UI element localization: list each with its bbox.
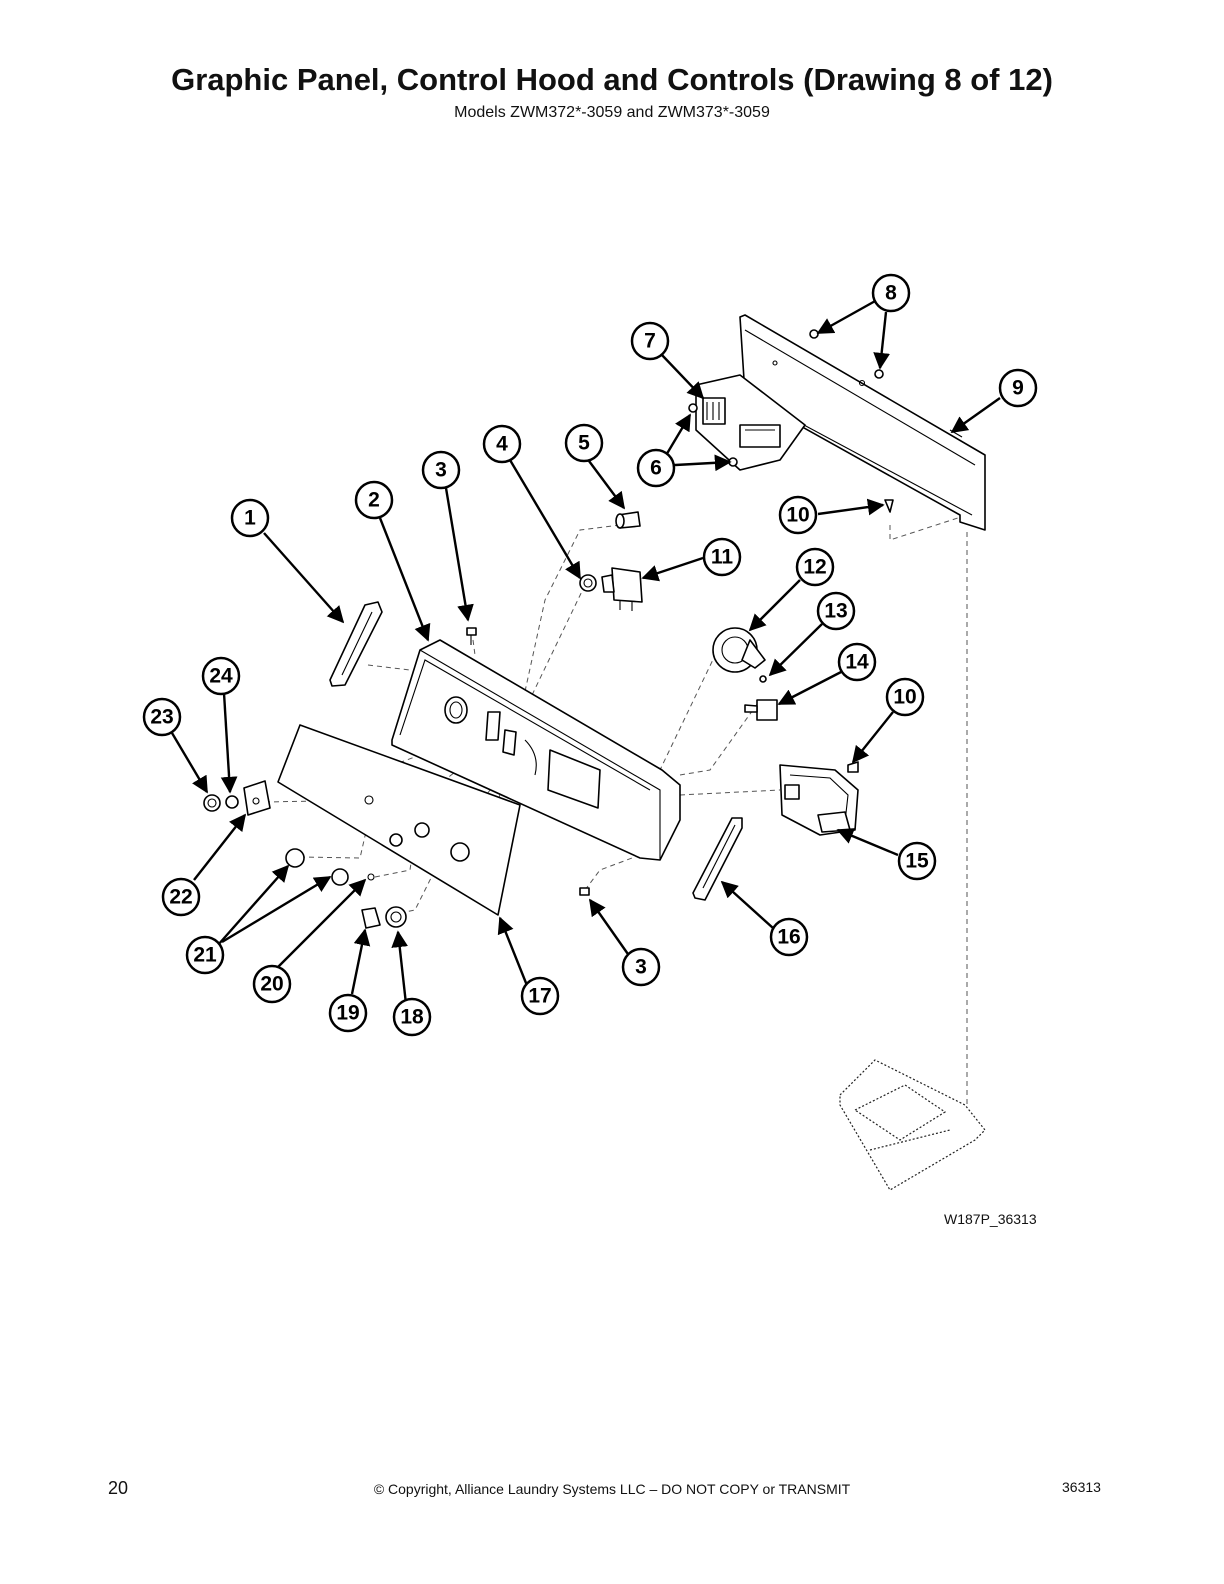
callout-21: 21 (185, 935, 225, 975)
svg-text:10: 10 (893, 686, 916, 709)
lamp-bracket (203, 780, 271, 816)
callout-23: 23 (142, 697, 182, 737)
svg-text:8: 8 (885, 282, 897, 305)
callout-1: 1 (230, 498, 270, 538)
control-console (391, 639, 681, 861)
hardware-pieces (466, 329, 894, 896)
svg-text:14: 14 (845, 651, 869, 674)
svg-text:11: 11 (711, 546, 734, 569)
callout-10-top: 10 (778, 495, 818, 535)
knobs-and-lenses (285, 848, 407, 929)
callout-11: 11 (702, 537, 742, 577)
svg-text:7: 7 (644, 330, 656, 353)
callout-6: 6 (636, 448, 676, 488)
callout-14: 14 (837, 642, 877, 682)
figure-id: W187P_36313 (944, 1211, 1037, 1227)
svg-text:2: 2 (368, 489, 380, 512)
page-title: Graphic Panel, Control Hood and Controls… (171, 62, 1053, 97)
selector-switch (712, 627, 766, 673)
timer-assembly (779, 764, 859, 836)
callout-15: 15 (897, 841, 937, 881)
svg-text:6: 6 (650, 457, 662, 480)
callout-8: 8 (871, 273, 911, 313)
knob-stem (744, 699, 778, 721)
svg-text:23: 23 (150, 706, 173, 729)
callout-9: 9 (998, 368, 1038, 408)
svg-text:10: 10 (786, 504, 809, 527)
callout-18: 18 (392, 997, 432, 1037)
cabinet-reference-outline (839, 1059, 986, 1191)
callout-24: 24 (201, 656, 241, 696)
page-number: 20 (108, 1478, 129, 1498)
ring-nut (579, 574, 597, 592)
svg-text:12: 12 (803, 556, 826, 579)
svg-text:5: 5 (578, 432, 590, 455)
callout-10-right: 10 (885, 677, 925, 717)
svg-text:19: 19 (336, 1002, 359, 1025)
svg-text:17: 17 (528, 985, 551, 1008)
push-button-part (615, 511, 641, 529)
left-end-cap (329, 601, 383, 687)
relay-plate (695, 374, 806, 471)
callout-3-top: 3 (421, 450, 461, 490)
callout-13: 13 (816, 591, 856, 631)
callout-12: 12 (795, 547, 835, 587)
callout-2: 2 (354, 480, 394, 520)
svg-text:3: 3 (635, 956, 647, 979)
graphic-panel (277, 724, 521, 916)
svg-text:15: 15 (905, 850, 929, 873)
callout-20: 20 (252, 964, 292, 1004)
copyright-notice: © Copyright, Alliance Laundry Systems LL… (373, 1481, 851, 1497)
svg-text:9: 9 (1012, 377, 1024, 400)
callout-22: 22 (161, 877, 201, 917)
svg-text:1: 1 (244, 507, 256, 530)
callout-5: 5 (564, 423, 604, 463)
svg-text:13: 13 (824, 600, 847, 623)
document-number: 36313 (1062, 1479, 1101, 1495)
svg-text:24: 24 (209, 665, 233, 688)
callout-4: 4 (482, 424, 522, 464)
svg-text:18: 18 (400, 1006, 424, 1029)
svg-text:21: 21 (193, 944, 217, 967)
svg-text:20: 20 (260, 973, 283, 996)
push-switch (601, 567, 643, 611)
page-subtitle: Models ZWM372*-3059 and ZWM373*-3059 (454, 104, 770, 121)
svg-text:22: 22 (169, 886, 192, 909)
svg-text:3: 3 (435, 459, 447, 482)
callout-17: 17 (520, 976, 560, 1016)
leader-arrows (170, 298, 1001, 1005)
svg-text:4: 4 (496, 433, 508, 456)
svg-text:16: 16 (777, 926, 800, 949)
callout-16: 16 (769, 917, 809, 957)
callout-19: 19 (328, 993, 368, 1033)
right-end-cap (692, 817, 743, 901)
callout-7: 7 (630, 321, 670, 361)
callout-3-bottom: 3 (621, 947, 661, 987)
